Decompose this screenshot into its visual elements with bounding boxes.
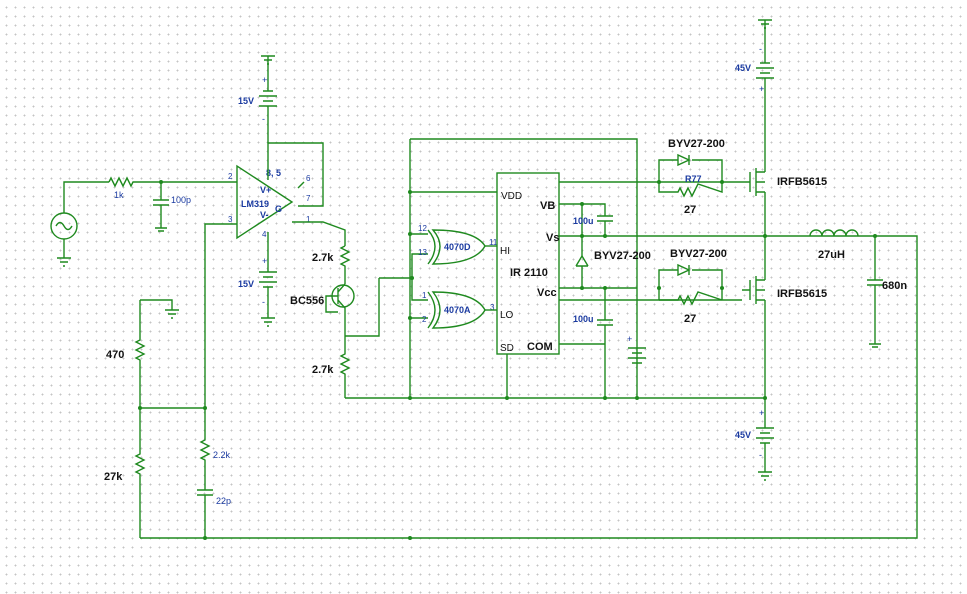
label-100p: 100p: [171, 195, 191, 205]
supply-15v-bottom: 15V + -: [238, 232, 277, 327]
capacitor-680n: 680n: [867, 234, 907, 348]
label-22p: 22p: [216, 496, 231, 506]
svg-text:V+: V+: [260, 185, 271, 195]
label-1k: 1k: [114, 190, 124, 200]
svg-text:1: 1: [306, 215, 311, 224]
label-ir2110: IR 2110: [510, 267, 548, 279]
mosfet-top: IRFB5615: [742, 78, 827, 236]
label-45v-top: 45V: [735, 63, 751, 73]
label-27k: 27k: [104, 471, 123, 483]
label-2k7-top: 2.7k: [312, 252, 334, 264]
svg-text:-: -: [262, 297, 265, 307]
svg-text:-: -: [262, 114, 265, 124]
svg-text:LO: LO: [500, 310, 514, 321]
label-mosfet-top: IRFB5615: [777, 176, 827, 188]
svg-text:+: +: [759, 408, 764, 418]
supply-15v-top: 15V + -: [238, 55, 277, 143]
svg-text:6: 6: [306, 174, 311, 183]
svg-text:Vcc: Vcc: [537, 287, 557, 299]
label-bootstrap-diode: BYV27-200: [594, 250, 651, 262]
svg-text:2: 2: [228, 172, 233, 181]
label-27-top: 27: [684, 204, 696, 216]
svg-text:+: +: [262, 256, 267, 266]
label-45v-bottom: 45V: [735, 430, 751, 440]
svg-text:+: +: [262, 75, 267, 85]
svg-text:3: 3: [228, 215, 233, 224]
bootstrap-network: 100u 100u BYV27-200: [559, 181, 875, 398]
label-diode-top: BYV27-200: [668, 138, 725, 150]
svg-text:VDD: VDD: [501, 191, 522, 202]
label-27-bottom: 27: [684, 313, 696, 325]
svg-text:V-: V-: [260, 210, 269, 220]
svg-text:8, 5: 8, 5: [266, 168, 281, 178]
driver-ir2110: IR 2110 VDD HI LO SD VB Vs Vcc COM: [496, 172, 560, 355]
comparator-lm319: LM319 V+ V- G 2 3 4 1 6 7 8, 5: [228, 142, 346, 246]
label-27uh: 27uH: [818, 249, 845, 261]
feedback-network: 470 27k 2.2k 22p: [104, 223, 918, 540]
inductor-27uh: 27uH: [809, 229, 859, 261]
svg-text:-: -: [759, 450, 762, 460]
svg-text:HI: HI: [500, 246, 510, 257]
svg-text:COM: COM: [527, 341, 553, 353]
supply-45v-top: 45V - +: [735, 19, 774, 94]
comparator-name: LM319: [241, 199, 269, 209]
supply-45v-bottom: 45V + -: [735, 408, 774, 481]
capacitor-100p: 100p: [153, 180, 191, 232]
label-4070d: 4070D: [444, 242, 471, 252]
transistor-bc556: BC556: [290, 277, 412, 337]
xor-gate-4070a: 4070A 1 2 3: [422, 291, 497, 329]
svg-text:-: -: [759, 44, 762, 54]
mosfet-bottom: IRFB5615: [742, 234, 827, 418]
svg-text:+: +: [627, 334, 632, 344]
svg-text:+: +: [759, 84, 764, 94]
svg-text:7: 7: [306, 194, 311, 203]
ac-source: [50, 181, 109, 267]
svg-text:Vs: Vs: [546, 232, 559, 244]
label-mosfet-bottom: IRFB5615: [777, 288, 827, 300]
resistor-2k7-bottom: 2.7k: [312, 336, 351, 398]
svg-text:13: 13: [418, 248, 427, 257]
resistor-2k7-top: 2.7k: [312, 245, 351, 284]
vcc-battery: +: [627, 334, 646, 364]
resistor-1k: 1k: [108, 176, 230, 200]
svg-text:2: 2: [422, 315, 427, 324]
label-470: 470: [106, 349, 124, 361]
label-680n: 680n: [882, 280, 907, 292]
label-r77: R77: [685, 174, 702, 184]
label-4070a: 4070A: [444, 305, 471, 315]
label-15v-top: 15V: [238, 96, 254, 106]
vdd-rail: [345, 138, 765, 400]
label-2k2: 2.2k: [213, 450, 231, 460]
label-diode-bottom: BYV27-200: [670, 248, 727, 260]
gate-network-top: BYV27-200 R77 27: [657, 138, 725, 216]
label-100u-vcc: 100u: [573, 314, 594, 324]
xor-gate-4070d: 4070D 12 13 11: [418, 224, 498, 265]
gate-network-bottom: BYV27-200 27: [657, 248, 727, 325]
svg-text:1: 1: [422, 291, 427, 300]
label-15v-bottom: 15V: [238, 279, 254, 289]
svg-text:4: 4: [262, 230, 267, 239]
svg-text:11: 11: [489, 238, 498, 247]
svg-text:12: 12: [418, 224, 427, 233]
svg-text:VB: VB: [540, 200, 555, 212]
label-100u-vb: 100u: [573, 216, 594, 226]
label-bc556: BC556: [290, 295, 324, 307]
svg-text:3: 3: [490, 303, 495, 312]
svg-text:G: G: [275, 204, 282, 214]
svg-text:SD: SD: [500, 343, 514, 354]
label-2k7-bottom: 2.7k: [312, 364, 334, 376]
